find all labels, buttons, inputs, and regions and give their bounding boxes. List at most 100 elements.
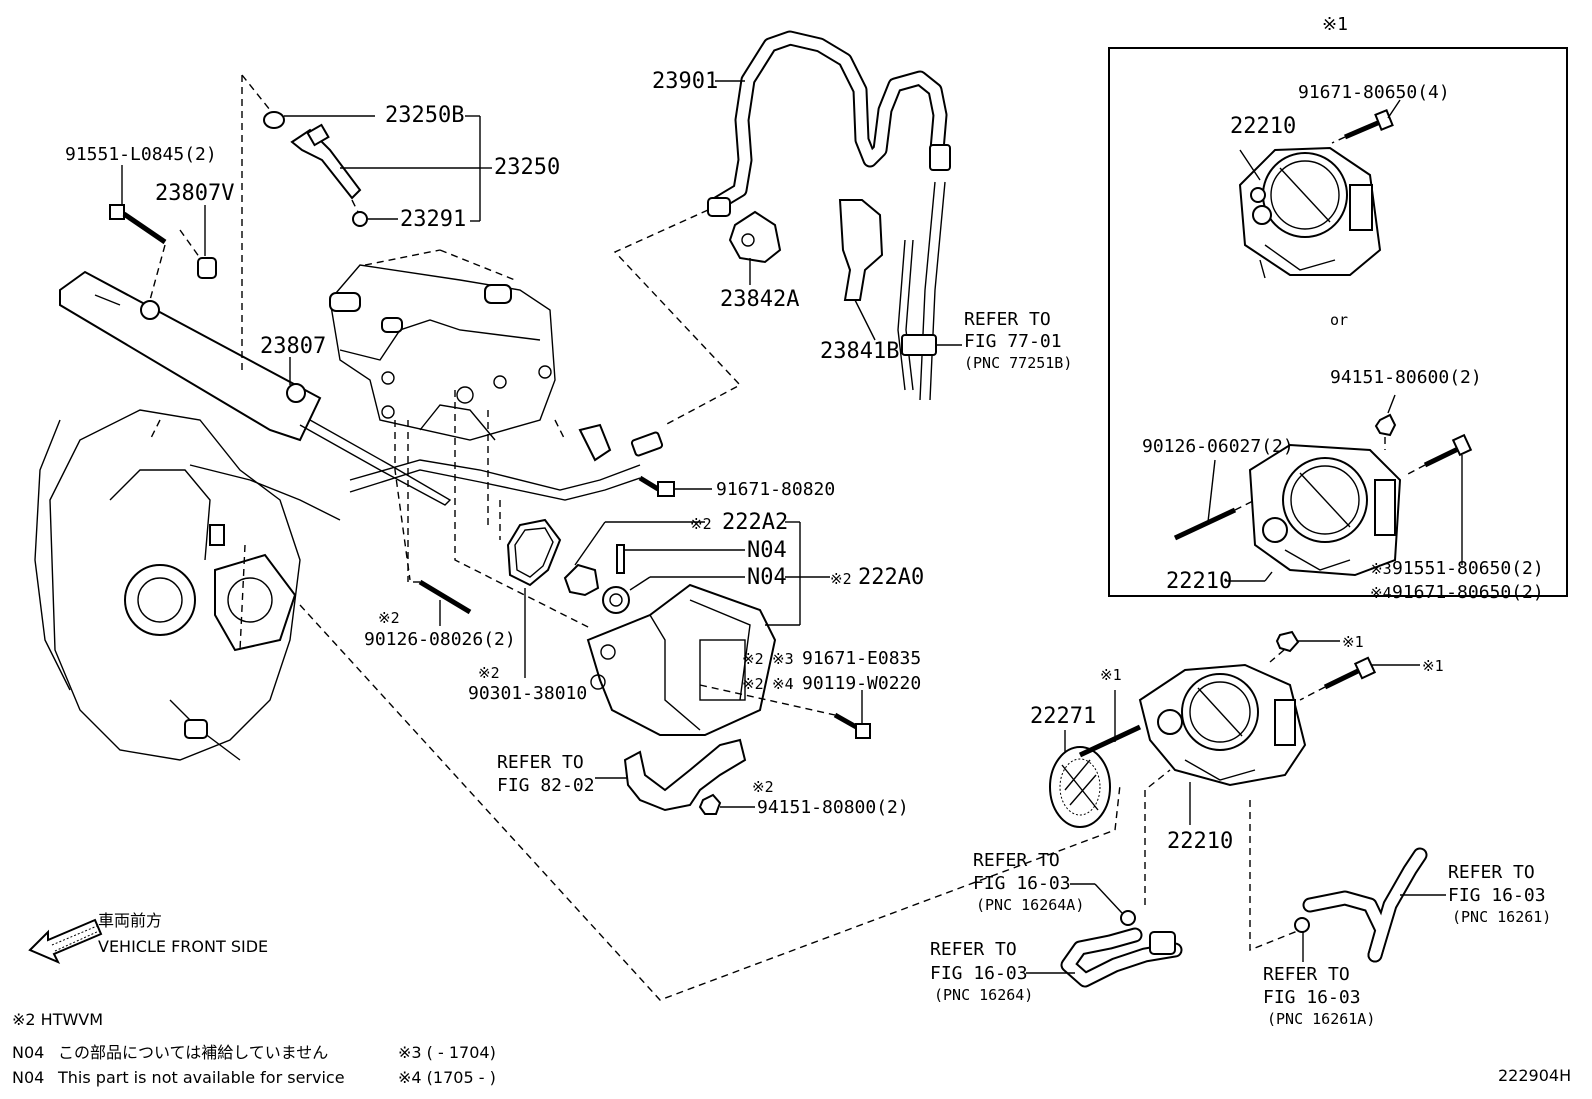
stud-90126-06027 — [1173, 499, 1256, 541]
front-label-jp: 車両前方 — [98, 911, 162, 930]
bolt-91671-80650-4 — [1331, 109, 1394, 144]
label-23901: 23901 — [652, 69, 718, 94]
throttle-body-variant-b — [1248, 443, 1402, 577]
throttle-body-variant-a — [1238, 146, 1382, 279]
ref-82-refer: REFER TO — [497, 752, 584, 773]
label-22210-upper: 22210 — [1230, 114, 1296, 139]
label-22271: 22271 — [1030, 704, 1096, 729]
ref-16c-refer: REFER TO — [1448, 862, 1535, 883]
label-23250B: 23250B — [385, 103, 464, 128]
label-23842A: 23842A — [720, 287, 799, 312]
bolt-91551-L0845 — [109, 204, 167, 245]
hose-16261 — [1302, 847, 1428, 963]
ref-16b-pnc: (PNC 16264) — [934, 986, 1033, 1004]
ref-77-pnc: (PNC 77251B) — [964, 354, 1072, 372]
egr-valve-222A0 — [586, 583, 777, 736]
legend-htwvm: ※2 HTWVM — [12, 1010, 103, 1029]
actuator-N04 — [602, 586, 630, 614]
label-94151-80600: 94151-80600(2) — [1330, 367, 1482, 388]
mark-4-90119: ※4 — [772, 675, 794, 693]
legend-n04-en: This part is not available for service — [57, 1068, 345, 1087]
label-91671-80650-2: 91671-80650(2) — [1392, 582, 1544, 603]
bolt-91671-E0835 — [833, 712, 871, 739]
ref-16a-fig: FIG 16-03 — [973, 873, 1071, 894]
front-label-en: VEHICLE FRONT SIDE — [98, 937, 268, 956]
ref-16b-refer: REFER TO — [930, 939, 1017, 960]
legend-n04-jp: この部品については補給していません — [58, 1043, 328, 1062]
gasket-22271 — [1049, 746, 1111, 828]
label-90126-06027: 90126-06027(2) — [1142, 436, 1294, 457]
legend-n04-en-code: N04 — [12, 1068, 44, 1087]
inset-note-mark: ※1 — [1322, 14, 1348, 35]
ref-16a-refer: REFER TO — [973, 850, 1060, 871]
label-91551-80650: 91551-80650(2) — [1392, 558, 1544, 579]
intake-manifold — [34, 409, 341, 761]
mark-1-stud: ※1 — [1100, 666, 1122, 684]
label-94151-80800: 94151-80800(2) — [757, 797, 909, 818]
mark-2-94151: ※2 — [752, 778, 774, 796]
ref-77-refer: REFER TO — [964, 309, 1051, 330]
label-23807: 23807 — [260, 334, 326, 359]
gasket-90301-38010 — [506, 518, 562, 587]
bolt-91551-80650 — [1407, 433, 1473, 475]
stud-mark1 — [1078, 724, 1142, 758]
hose-16264 — [1060, 927, 1183, 988]
bracket-fig-82-02 — [623, 738, 747, 812]
label-90126-08026: 90126-08026(2) — [364, 629, 516, 650]
label-22210-lower: 22210 — [1166, 569, 1232, 594]
ref-16b-fig: FIG 16-03 — [930, 963, 1028, 984]
label-90119-W0220: 90119-W0220 — [802, 673, 921, 694]
label-222A2: 222A2 — [722, 510, 788, 535]
vacuum-hose-lines — [897, 181, 946, 401]
label-91671-80820: 91671-80820 — [716, 479, 835, 500]
mark-2-90301: ※2 — [478, 664, 500, 682]
clamp-23842A — [728, 210, 782, 264]
label-91551-L0845: 91551-L0845(2) — [65, 144, 217, 165]
label-or: or — [1330, 311, 1348, 329]
label-N04-b: N04 — [747, 565, 787, 590]
ref-16d-fig: FIG 16-03 — [1263, 987, 1361, 1008]
stud-90126-08026 — [418, 579, 472, 615]
label-91671-80650-4: 91671-80650(4) — [1298, 82, 1450, 103]
legend-mark3: ※3 ( - 1704) — [398, 1043, 496, 1062]
label-23250: 23250 — [494, 155, 560, 180]
nut-mark1 — [1269, 630, 1300, 663]
ref-16c-pnc: (PNC 16261) — [1452, 908, 1551, 926]
mark-3-inset: ※3 — [1370, 560, 1392, 578]
ref-16d-pnc: (PNC 16261A) — [1267, 1010, 1375, 1028]
fuel-injector — [263, 111, 368, 227]
mark-4-inset: ※4 — [1370, 584, 1392, 602]
label-222A0: 222A0 — [858, 565, 924, 590]
mark-3-91671-E0835: ※3 — [772, 650, 794, 668]
ref-77-fig: FIG 77-01 — [964, 331, 1062, 352]
ref-16d-refer: REFER TO — [1263, 964, 1350, 985]
egr-pipe — [349, 423, 664, 501]
ref-16c-fig: FIG 16-03 — [1448, 885, 1546, 906]
clamp-16261A — [1294, 917, 1310, 933]
pin-N04 — [616, 544, 625, 574]
mark-2-90119: ※2 — [742, 675, 764, 693]
label-23841B: 23841B — [820, 339, 899, 364]
legend-mark4: ※4 (1705 - ) — [398, 1068, 496, 1087]
bolt-mark1 — [1299, 656, 1377, 701]
ref-16a-pnc: (PNC 16264A) — [976, 896, 1084, 914]
hose-23901 — [707, 30, 951, 217]
label-23291: 23291 — [400, 207, 466, 232]
mark-2-90126-08026: ※2 — [378, 609, 400, 627]
clamp-16264A — [1120, 910, 1136, 926]
bracket-23841B — [838, 199, 884, 301]
nut-94151-80600 — [1374, 413, 1397, 450]
throttle-body-22210 — [1138, 663, 1307, 787]
label-91671-E0835: 91671-E0835 — [802, 648, 921, 669]
mark-1-bolt: ※1 — [1422, 657, 1444, 675]
variant-inset-box: ※1 22210 91671-80650(4) or — [1108, 14, 1568, 603]
cylinder-head — [329, 264, 556, 441]
figure-id: 222904H — [1498, 1066, 1571, 1085]
nut-94151-80800 — [698, 793, 722, 815]
gasket-222A2 — [563, 563, 600, 597]
label-90301-38010: 90301-38010 — [468, 683, 587, 704]
collar-23807V — [197, 257, 217, 279]
legend: ※2 HTWVM N04 この部品については補給していません N04 This … — [12, 1010, 496, 1087]
label-N04-a: N04 — [747, 538, 787, 563]
